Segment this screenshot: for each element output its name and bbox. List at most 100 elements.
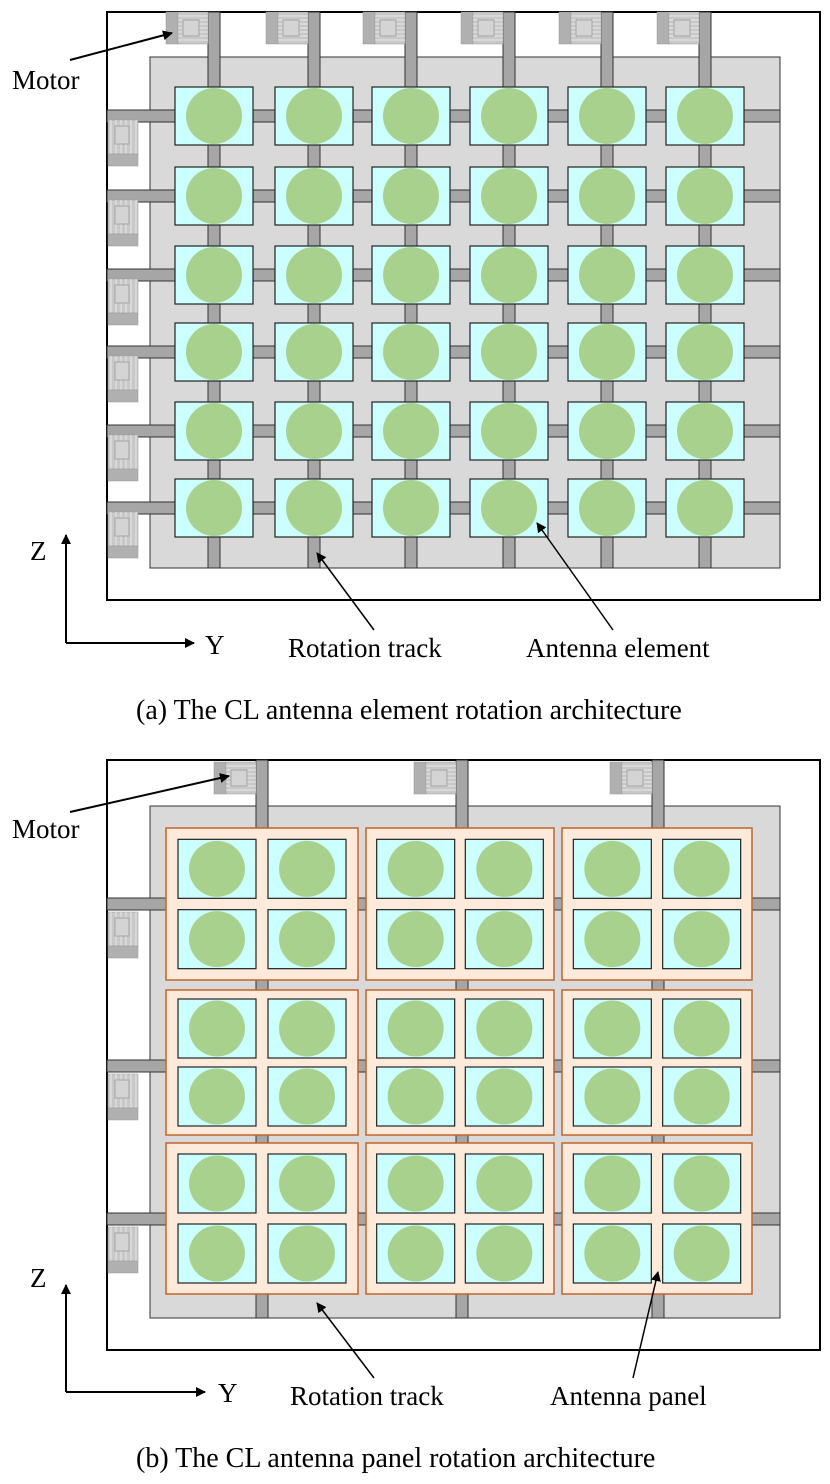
- motor-icon: [460, 11, 504, 45]
- antenna-element: [274, 322, 354, 382]
- antenna-element: [174, 245, 254, 305]
- motor-icon: [656, 11, 700, 45]
- antenna-element: [464, 1223, 544, 1284]
- motor-arrow: [69, 30, 173, 61]
- motor-icon: [558, 11, 602, 45]
- antenna-element: [274, 166, 354, 226]
- antenna-element: [174, 478, 254, 538]
- motor-icon: [107, 1073, 139, 1121]
- antenna-element: [665, 401, 745, 461]
- antenna-element: [469, 86, 549, 146]
- figure-b-panel-rotation: Motor Rotation track Antenna panel Z Y (…: [12, 759, 821, 1474]
- antenna-element: [267, 1066, 347, 1127]
- motor-arrow: [69, 773, 230, 813]
- antenna-element: [464, 909, 544, 970]
- panel-arrow: [632, 1271, 661, 1379]
- antenna-element: [469, 245, 549, 305]
- antenna-element: [572, 909, 652, 970]
- motor-icon: [107, 199, 139, 247]
- antenna-element: [267, 909, 347, 970]
- z-axis-label: Z: [30, 1263, 47, 1293]
- motor-label: Motor: [12, 65, 80, 95]
- antenna-element: [662, 909, 742, 970]
- motors: [107, 761, 653, 1274]
- antenna-element: [267, 998, 347, 1059]
- antenna-panel: [165, 827, 359, 981]
- antenna-element: [464, 1153, 544, 1214]
- track-label: Rotation track: [290, 1381, 444, 1411]
- motor-icon: [107, 511, 139, 559]
- antenna-element: [567, 478, 647, 538]
- antenna-element: [274, 86, 354, 146]
- y-axis-label: Y: [218, 1378, 238, 1408]
- antenna-element: [572, 998, 652, 1059]
- track-arrow: [316, 552, 375, 631]
- antenna-element: [376, 1153, 456, 1214]
- antenna-element: [177, 838, 257, 899]
- antenna-panel-grid: [165, 827, 753, 1295]
- antenna-element: [267, 1153, 347, 1214]
- antenna-element: [572, 838, 652, 899]
- antenna-panel: [365, 827, 555, 981]
- antenna-panel: [561, 1142, 753, 1295]
- antenna-element: [662, 998, 742, 1059]
- antenna-element: [572, 1066, 652, 1127]
- antenna-element: [469, 166, 549, 226]
- y-axis-label: Y: [205, 630, 225, 660]
- antenna-element: [662, 1066, 742, 1127]
- antenna-element: [464, 838, 544, 899]
- motor-icon: [265, 11, 309, 45]
- antenna-element: [665, 322, 745, 382]
- antenna-element: [174, 401, 254, 461]
- motor-icon: [107, 278, 139, 326]
- element-arrow: [536, 522, 614, 631]
- motor-icon: [107, 355, 139, 403]
- motor-icon: [609, 761, 653, 795]
- antenna-element: [665, 86, 745, 146]
- antenna-element: [567, 322, 647, 382]
- antenna-element: [567, 86, 647, 146]
- antenna-element: [662, 838, 742, 899]
- antenna-panel: [365, 1142, 555, 1295]
- antenna-element: [567, 401, 647, 461]
- antenna-element: [376, 998, 456, 1059]
- motor-icon: [107, 1226, 139, 1274]
- antenna-element: [274, 401, 354, 461]
- axes-indicator: Z Y: [30, 534, 225, 660]
- antenna-element: [274, 478, 354, 538]
- motor-icon: [107, 911, 139, 959]
- antenna-element: [274, 245, 354, 305]
- antenna-element: [376, 1223, 456, 1284]
- antenna-element: [464, 1066, 544, 1127]
- antenna-element: [464, 998, 544, 1059]
- antenna-panel: [561, 827, 753, 981]
- antenna-element: [567, 245, 647, 305]
- motor-icon: [413, 761, 457, 795]
- motors: [107, 11, 700, 559]
- antenna-panel: [165, 1142, 359, 1295]
- antenna-element: [665, 166, 745, 226]
- antenna-element: [469, 401, 549, 461]
- antenna-element: [177, 909, 257, 970]
- motor-label: Motor: [12, 814, 80, 844]
- antenna-element: [662, 1223, 742, 1284]
- antenna-element: [371, 166, 451, 226]
- motor-icon: [107, 119, 139, 167]
- antenna-element: [376, 909, 456, 970]
- antenna-panel: [365, 989, 555, 1136]
- antenna-element: [174, 86, 254, 146]
- caption-b: (b) The CL antenna panel rotation archit…: [136, 1443, 655, 1474]
- track-label: Rotation track: [288, 633, 442, 663]
- antenna-element: [267, 838, 347, 899]
- antenna-element: [371, 245, 451, 305]
- antenna-element: [371, 322, 451, 382]
- antenna-element: [177, 1223, 257, 1284]
- antenna-element: [572, 1223, 652, 1284]
- antenna-element: [371, 401, 451, 461]
- motor-icon: [165, 11, 209, 45]
- antenna-element: [177, 1153, 257, 1214]
- antenna-element: [665, 478, 745, 538]
- antenna-element: [572, 1153, 652, 1214]
- antenna-element: [567, 166, 647, 226]
